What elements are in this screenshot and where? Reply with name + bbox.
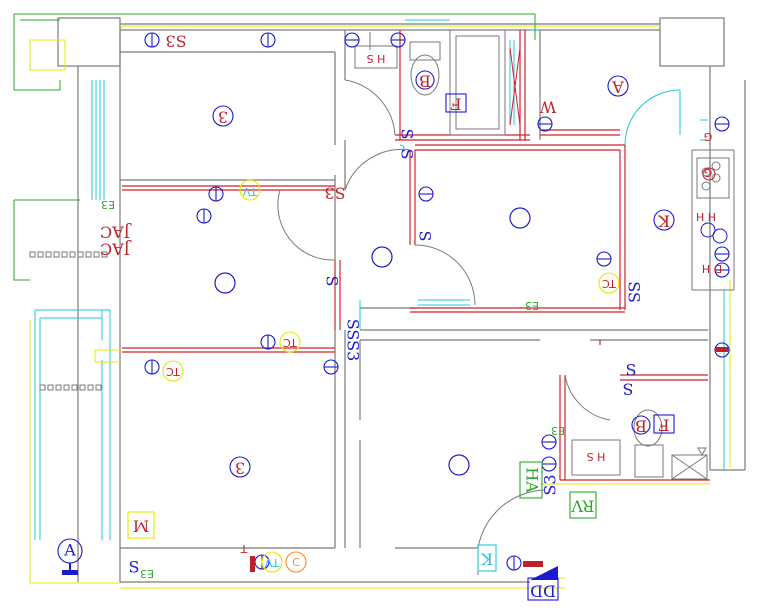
label-a: A xyxy=(612,78,625,97)
kitchen-outlets xyxy=(700,167,728,244)
label-tc: TC xyxy=(602,277,617,290)
outlet xyxy=(537,116,553,132)
label-h: H H xyxy=(696,210,716,223)
label-k: K xyxy=(480,550,493,569)
outlet xyxy=(714,246,730,262)
top-bath-fixtures xyxy=(354,29,506,136)
label-hs: H S xyxy=(367,52,386,65)
label-tv: TV xyxy=(264,556,280,569)
label-ss: SS xyxy=(625,281,644,303)
panel-triangle xyxy=(530,566,558,580)
outlet xyxy=(144,359,160,375)
label-tv: TV xyxy=(242,185,258,198)
label-t: T xyxy=(240,542,248,555)
label-s: S xyxy=(398,129,417,140)
label-s3: S3 xyxy=(541,474,560,495)
closet-fixture xyxy=(509,47,521,126)
label-s3: S3 xyxy=(324,184,345,203)
label-e3: E3 xyxy=(101,198,115,211)
outlet xyxy=(596,251,612,267)
label-s: S xyxy=(416,231,435,242)
outlets xyxy=(144,32,730,571)
label-sss3: SSS3 xyxy=(344,319,363,362)
outlet xyxy=(323,359,339,375)
red-markers xyxy=(250,347,728,572)
outlet xyxy=(541,434,557,450)
outlet xyxy=(390,32,406,48)
outlet xyxy=(541,456,557,472)
light-fixture xyxy=(448,454,470,476)
boxed-tags xyxy=(127,93,675,601)
label-s3: S3 xyxy=(165,32,186,51)
label-s: S xyxy=(623,380,634,399)
balcony-rail xyxy=(29,251,108,391)
label-d: D H xyxy=(702,262,722,275)
label-tc: TC xyxy=(166,365,181,378)
label-rv: RV xyxy=(571,497,594,516)
zone-lines xyxy=(29,25,731,589)
light-fixture xyxy=(509,207,531,229)
outlet xyxy=(260,32,276,48)
label-g: G xyxy=(704,130,713,143)
light-fixture xyxy=(371,246,393,268)
label-f: F xyxy=(450,95,461,114)
label-hs: H S xyxy=(587,450,606,463)
small-labels: TV TV TC TC TC C T H S H S G G H H D H E… xyxy=(101,52,722,580)
label-s: S xyxy=(398,149,417,160)
outlet xyxy=(208,186,224,202)
outlet xyxy=(344,32,360,48)
exterior-walls xyxy=(57,17,746,583)
light-fixture xyxy=(214,272,236,294)
label-three: 3 xyxy=(218,108,228,127)
outlet xyxy=(714,262,730,278)
outlet xyxy=(506,555,522,571)
interior-partitions xyxy=(122,30,710,481)
label-e3: E3 xyxy=(140,567,154,580)
label-s: S xyxy=(626,361,637,380)
label-f: F xyxy=(658,416,669,435)
label-hha: HA xyxy=(523,467,542,493)
label-s: S xyxy=(129,558,140,577)
label-tc: TC xyxy=(283,336,298,349)
bottom-bath-fixtures xyxy=(571,409,708,480)
door-swings xyxy=(277,79,611,575)
outlet xyxy=(714,116,730,132)
label-jac: JAC xyxy=(100,223,132,242)
label-m: M xyxy=(133,517,149,536)
label-e3: E3 xyxy=(551,424,565,437)
ceiling-lights xyxy=(214,207,531,476)
outlet xyxy=(418,186,434,202)
room-tags xyxy=(57,70,675,573)
label-a: A xyxy=(63,541,76,560)
label-b: B xyxy=(419,72,431,91)
door-swings-cyan xyxy=(399,89,681,151)
boundary-lines xyxy=(13,13,536,281)
label-three: 3 xyxy=(235,459,245,478)
label-jac: JAC xyxy=(100,240,132,259)
label-g: G xyxy=(704,166,713,179)
label-w: W xyxy=(539,98,556,117)
outlet xyxy=(196,208,212,224)
panel-marker xyxy=(62,570,78,575)
outlet xyxy=(144,32,160,48)
label-e3: E3 xyxy=(525,299,539,312)
label-s: S xyxy=(323,276,342,287)
outlet xyxy=(260,334,276,350)
label-c: C xyxy=(292,556,300,569)
label-k: K xyxy=(657,212,670,231)
label-dd: DD xyxy=(530,582,556,601)
kitchen-fixtures xyxy=(691,149,735,291)
text-labels: S3 S3 S3 SSS3 S S S S SS S S S 3 3 A A K… xyxy=(63,32,670,601)
label-b: B xyxy=(635,417,647,436)
